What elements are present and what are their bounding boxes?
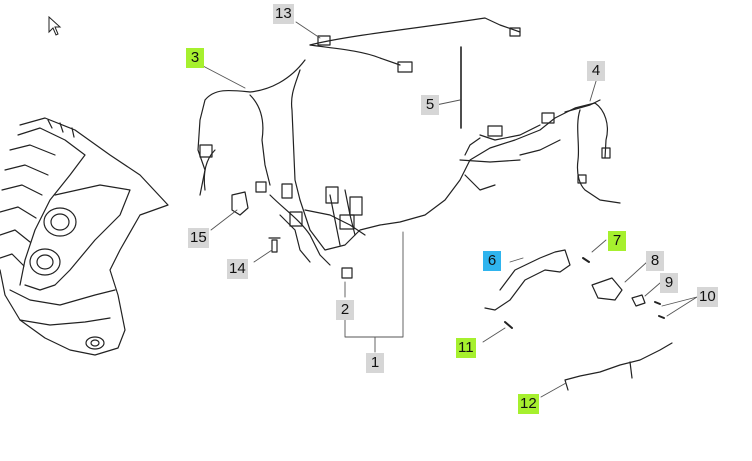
callout-10[interactable]: 10 xyxy=(697,287,718,307)
front-grille-panel xyxy=(0,117,169,356)
part-6-bracket xyxy=(484,249,571,311)
callout-4[interactable]: 4 xyxy=(587,61,605,81)
part-9-clip xyxy=(631,294,646,307)
callout-15[interactable]: 15 xyxy=(188,228,209,248)
part-14-bolt xyxy=(268,237,281,253)
part-10-screws xyxy=(654,301,665,319)
pointer-cursor-icon xyxy=(48,16,62,36)
callout-6[interactable]: 6 xyxy=(483,251,501,271)
callout-13[interactable]: 13 xyxy=(273,4,294,24)
callout-14[interactable]: 14 xyxy=(227,259,248,279)
callout-2[interactable]: 2 xyxy=(336,300,354,320)
callout-8[interactable]: 8 xyxy=(646,251,664,271)
callout-1[interactable]: 1 xyxy=(366,353,384,373)
main-wiring-harness xyxy=(197,17,621,279)
part-8-sensor xyxy=(591,277,623,301)
part-7-screw xyxy=(582,257,590,263)
callout-3[interactable]: 3 xyxy=(186,48,204,68)
callout-7[interactable]: 7 xyxy=(608,231,626,251)
leader-lines xyxy=(202,21,698,398)
callout-9[interactable]: 9 xyxy=(660,273,678,293)
part-12-harness xyxy=(564,342,673,391)
part-11-bolt xyxy=(504,321,513,329)
callout-11[interactable]: 11 xyxy=(456,338,476,358)
part-15-bracket xyxy=(231,191,249,216)
callout-12[interactable]: 12 xyxy=(518,394,539,414)
callout-5[interactable]: 5 xyxy=(421,95,439,115)
